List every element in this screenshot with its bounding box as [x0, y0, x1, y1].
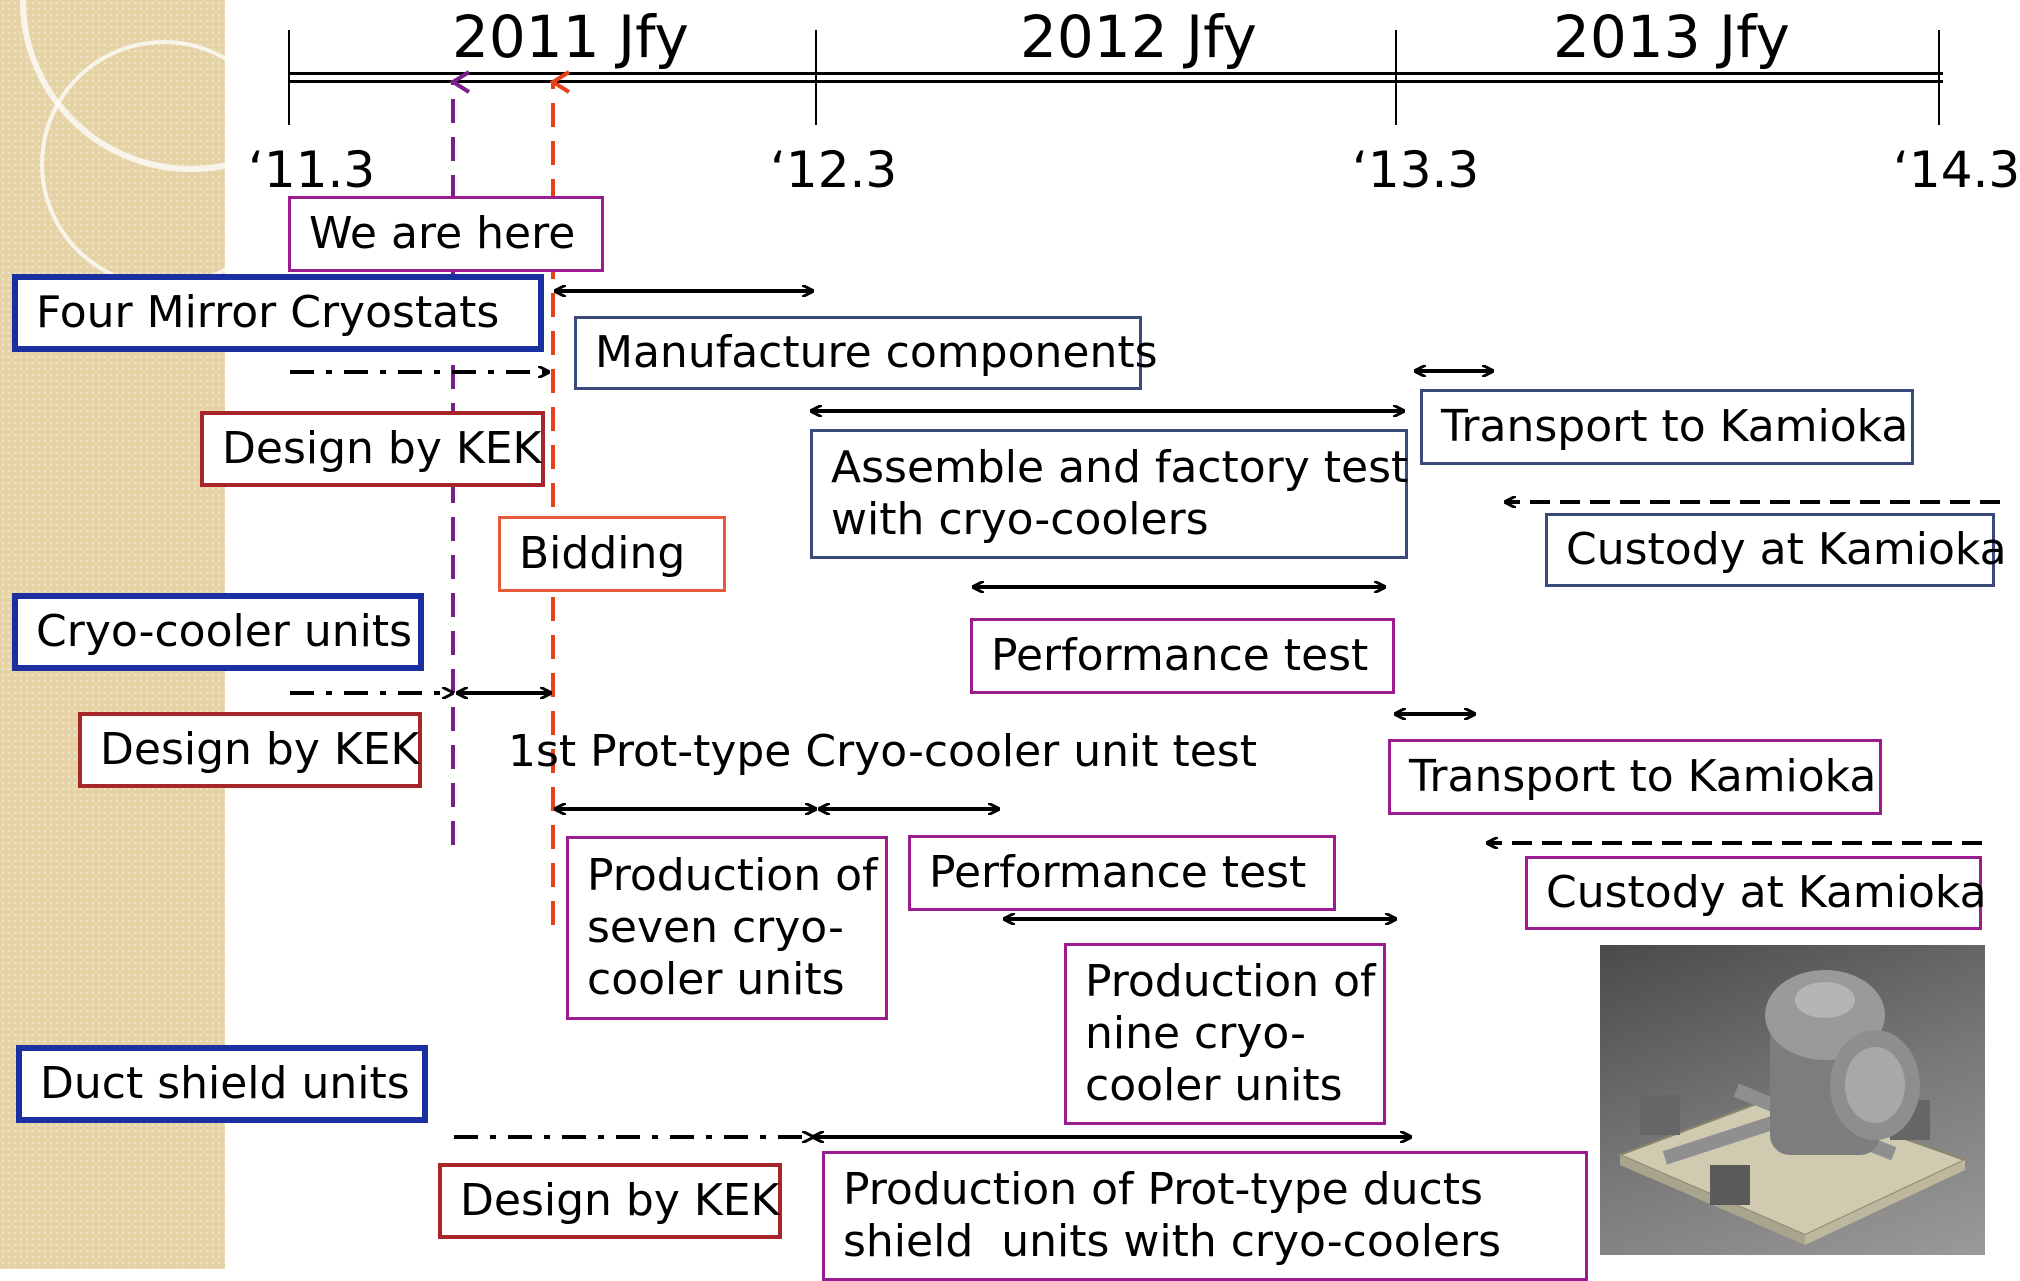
- cooler-production-seven-units: Production of seven cryo- cooler units: [566, 836, 888, 1020]
- timeline-tick-2013-start: [1395, 30, 1397, 125]
- tick-label-14-3: ‘14.3: [1893, 141, 2020, 199]
- section-duct-shield-units: Duct shield units: [16, 1045, 428, 1123]
- year-label-2011: 2011 Jfy: [452, 3, 689, 71]
- cooler-transport-to-kamioka: Transport to Kamioka: [1388, 739, 1882, 815]
- tick-label-12-3: ‘12.3: [770, 141, 898, 199]
- cooler-proto-test-label: 1st Prot-type Cryo-cooler unit test: [508, 726, 1257, 777]
- timeline-line-bottom: [288, 80, 1943, 83]
- mirror-manufacture-components: Manufacture components: [574, 316, 1158, 390]
- mirror-transport-to-kamioka: Transport to Kamioka: [1420, 389, 1914, 465]
- cooler-production-nine-units: Production of nine cryo- cooler units: [1064, 943, 1386, 1125]
- section-four-mirror-cryostats: Four Mirror Cryostats: [12, 274, 544, 352]
- mirror-custody-at-kamioka: Custody at Kamioka: [1545, 513, 2007, 587]
- mirror-design-by-kek: Design by KEK: [200, 411, 545, 487]
- duct-design-by-kek: Design by KEK: [438, 1163, 782, 1239]
- mirror-bidding: Bidding: [498, 516, 726, 592]
- we-are-here-label: We are here: [288, 196, 604, 272]
- year-label-2013: 2013 Jfy: [1553, 3, 1790, 71]
- mirror-assemble-factory-test: Assemble and factory test with cryo-cool…: [810, 429, 1408, 559]
- section-cryo-cooler-units: Cryo-cooler units: [12, 593, 424, 671]
- cryostat-render-drawing: [1617, 970, 1968, 1245]
- timeline-line-top: [288, 72, 1943, 75]
- timeline-tick-2012-start: [815, 30, 817, 125]
- tick-label-11-3: ‘11.3: [248, 141, 376, 199]
- tick-label-13-3: ‘13.3: [1352, 141, 1480, 199]
- mirror-performance-test: Performance test: [970, 618, 1395, 694]
- cooler-design-by-kek: Design by KEK: [78, 712, 422, 788]
- cryostat-render-image: [1600, 945, 1985, 1255]
- timeline-tick-2011-start: [288, 30, 290, 125]
- duct-production-prototype: Production of Prot-type ducts shield uni…: [822, 1151, 1588, 1281]
- year-label-2012: 2012 Jfy: [1020, 3, 1257, 71]
- timeline-tick-2014-start: [1938, 30, 1940, 125]
- cooler-performance-test: Performance test: [908, 835, 1336, 911]
- cooler-custody-at-kamioka: Custody at Kamioka: [1525, 856, 1987, 930]
